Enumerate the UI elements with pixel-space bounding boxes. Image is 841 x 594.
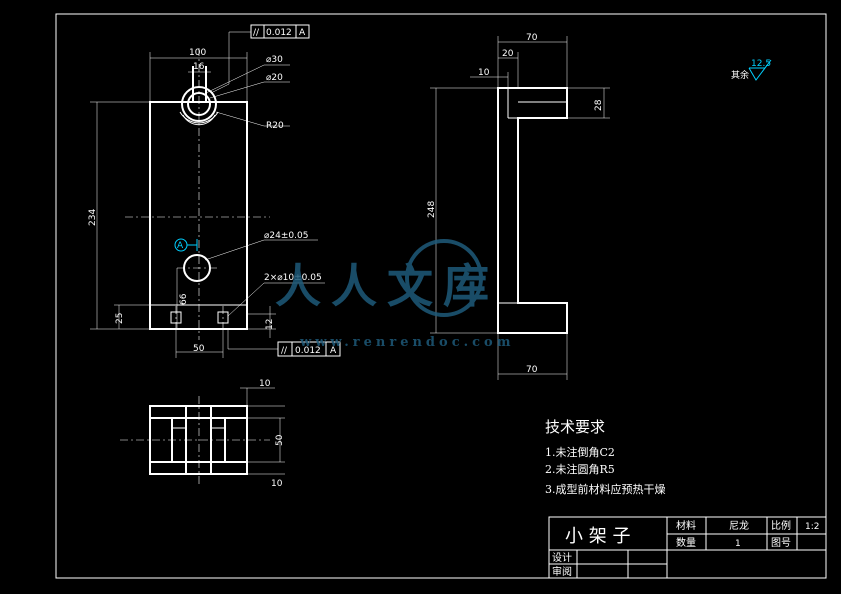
- dim-slot-width: 16: [193, 62, 205, 72]
- surface-finish: 其余 12.5: [731, 59, 772, 81]
- dim-height: 234: [88, 209, 98, 226]
- title-scale-label: 比例: [771, 519, 791, 532]
- tech-req-item: 3.成型前材料应预热干燥: [545, 482, 666, 496]
- tolerance-bottom-datum: A: [330, 346, 337, 356]
- technical-requirements: 技术要求 1.未注倒角C2 2.未注圆角R5 3.成型前材料应预热干燥: [545, 418, 666, 496]
- dim-small-holes: 2×⌀10±0.05: [264, 273, 322, 283]
- title-drawing-no-label: 图号: [771, 537, 791, 549]
- side-view: 70 20 10 248 28 70: [427, 33, 610, 380]
- dim-top-view-10a: 10: [259, 379, 271, 389]
- title-qty-label: 数量: [676, 536, 696, 549]
- dim-side-top-thick: 28: [594, 99, 604, 111]
- surface-finish-value: 12.5: [751, 59, 771, 69]
- title-material-label: 材料: [676, 519, 696, 532]
- tolerance-frame-bottom: // 0.012 A: [227, 330, 341, 357]
- top-view: 10 50 10: [120, 379, 285, 489]
- tolerance-top-symbol: //: [253, 28, 260, 38]
- dim-top-view-50: 50: [275, 434, 285, 446]
- tech-req-item: 2.未注圆角R5: [545, 462, 615, 476]
- dim-radius: R20: [266, 121, 284, 131]
- front-view: 100 16 ⌀30 ⌀20 R20 234 25 66 ⌀24±0.05 2×…: [88, 48, 325, 358]
- title-part-name: 小 架 子: [565, 526, 630, 547]
- dim-side-height: 248: [427, 201, 437, 218]
- title-scale-value: 1:2: [805, 522, 819, 532]
- dim-hole-dia: ⌀24±0.05: [264, 231, 308, 241]
- dim-hole-height: 66: [179, 293, 189, 305]
- dim-top-view-10b: 10: [271, 479, 283, 489]
- dim-side-top-width: 70: [526, 33, 538, 43]
- surface-finish-label: 其余: [731, 69, 749, 81]
- title-material-value: 尼龙: [729, 519, 749, 532]
- datum-label: A: [177, 241, 184, 251]
- dim-side-wall: 20: [502, 49, 514, 59]
- dim-outer-dia: ⌀30: [266, 55, 283, 65]
- tolerance-bottom-symbol: //: [281, 346, 288, 356]
- tech-req-title: 技术要求: [545, 418, 605, 436]
- watermark-url: www.renrendoc.com: [299, 335, 514, 350]
- tolerance-top-value: 0.012: [266, 28, 292, 38]
- dim-inner-dia: ⌀20: [266, 73, 283, 83]
- title-designer-label: 设计: [552, 551, 572, 564]
- tolerance-top-datum: A: [299, 28, 306, 38]
- watermark-text: 人人文库: [275, 259, 499, 313]
- side-body-outline: [497, 87, 568, 334]
- title-reviewer-label: 审阅: [552, 565, 572, 578]
- drawing-border: [55, 13, 827, 579]
- tolerance-frame-top: // 0.012 A: [210, 24, 310, 94]
- front-body-outline: [149, 101, 248, 330]
- dim-side-bottom-width: 70: [526, 365, 538, 375]
- tolerance-bottom-value: 0.012: [295, 346, 321, 356]
- title-qty-value: 1: [735, 539, 741, 549]
- dim-side-lip: 10: [478, 68, 490, 78]
- watermark-logo-icon: [405, 239, 483, 317]
- watermark: 人人文库 www.renrendoc.com: [275, 239, 514, 350]
- dim-small-offset: 12: [265, 319, 275, 330]
- dim-bottom-offset: 25: [115, 313, 125, 324]
- surface-finish-icon: [748, 59, 772, 81]
- title-block: 小 架 子 材料 尼龙 比例 1:2 数量 1 图号 设计 审阅: [548, 516, 827, 579]
- dim-front-width: 100: [189, 48, 206, 58]
- dim-hole-spacing: 50: [193, 344, 205, 354]
- top-body-outline: [149, 405, 248, 475]
- tech-req-item: 1.未注倒角C2: [545, 445, 615, 459]
